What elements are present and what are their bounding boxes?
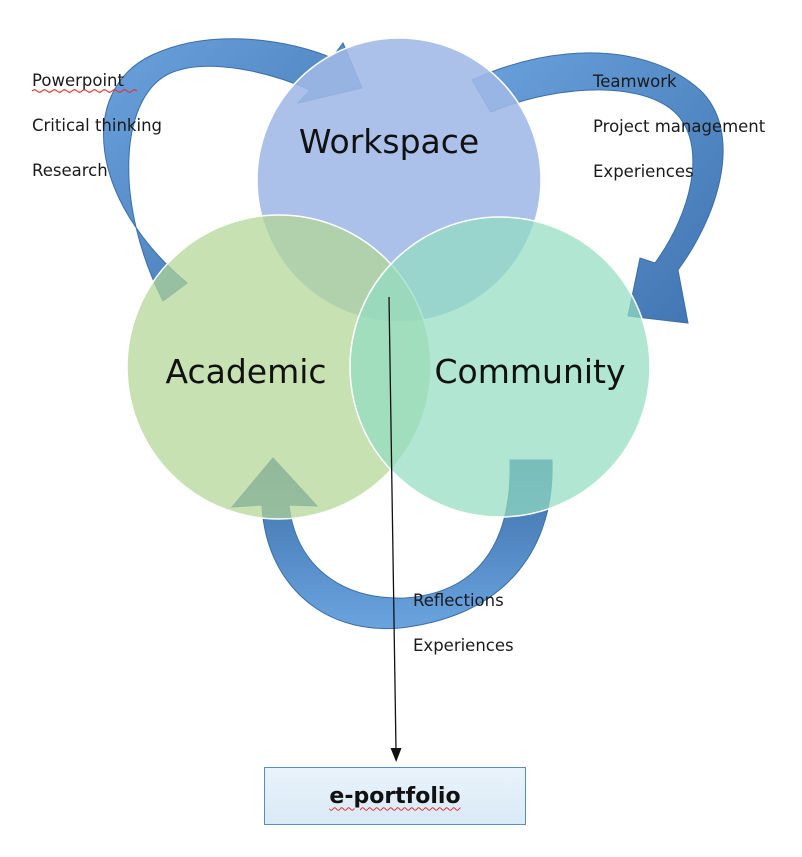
center-to-portfolio-line [388, 296, 397, 751]
center-to-portfolio-arrowhead [390, 748, 402, 762]
note-experiences-top: Experiences [593, 162, 694, 181]
arrow-workspace-to-community [471, 52, 724, 324]
note-teamwork: Teamwork [592, 72, 677, 91]
community-label: Community [435, 352, 626, 391]
note-project-management: Project management [593, 117, 766, 136]
workspace-label: Workspace [299, 122, 479, 161]
academic-label: Academic [165, 352, 326, 391]
e-portfolio-label: e-portfolio [329, 783, 461, 809]
note-research: Research [32, 161, 108, 180]
community-circle [349, 216, 651, 518]
note-reflections: Reflections [413, 591, 504, 610]
note-critical-thinking: Critical thinking [32, 116, 162, 135]
note-experiences-bottom: Experiences [413, 636, 514, 655]
spellcheck-underline [31, 89, 138, 93]
note-powerpoint: Powerpoint [32, 71, 124, 90]
e-portfolio-box: e-portfolio [264, 767, 526, 825]
